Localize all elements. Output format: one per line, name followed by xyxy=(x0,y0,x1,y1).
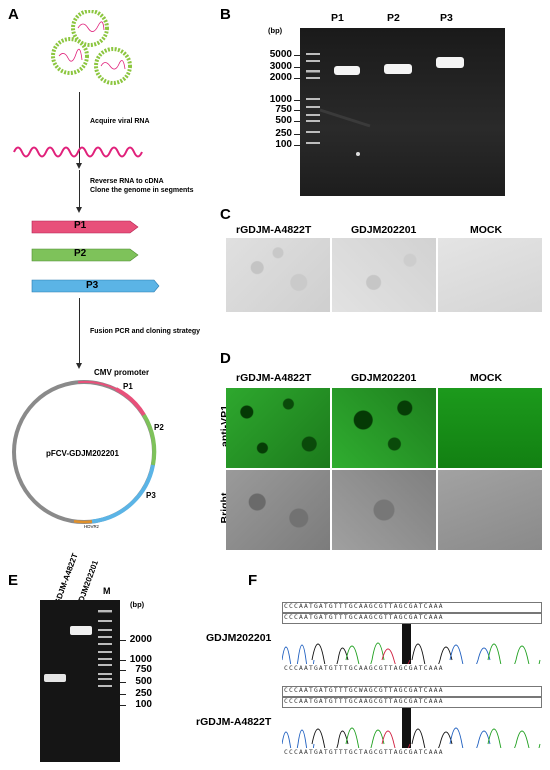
micrograph-d-vp1-rgdjm xyxy=(226,388,330,468)
gel-e-ladder-100: 100 xyxy=(135,699,152,710)
gel-b-ladder-250: 250 xyxy=(275,128,292,139)
sample-rgdjm-label: rGDJM-A4822T xyxy=(196,716,272,728)
panel-f-letter: F xyxy=(248,572,258,589)
gel-b-ladder-750: 750 xyxy=(275,104,292,115)
gel-b-lane-p2: P2 xyxy=(387,12,400,24)
segment-p2-label: P2 xyxy=(74,248,87,259)
micrograph-c-rgdjm xyxy=(226,238,330,312)
seq-2-top: CCCAATGATGTTTGCWAGCGTTAGCGATCAAA xyxy=(284,687,444,694)
arrow-2 xyxy=(75,170,83,213)
plasmid-p3-label: P3 xyxy=(146,491,156,500)
panel-d-col-3: MOCK xyxy=(470,372,503,384)
chromatogram-2 xyxy=(282,708,541,748)
gel-b-ladder-100: 100 xyxy=(275,139,292,150)
gel-e-lane-m: M xyxy=(103,586,111,596)
panel-c-letter: C xyxy=(220,206,231,223)
gel-e-ladder-250: 250 xyxy=(135,688,152,699)
micrograph-d-vp1-mock xyxy=(438,388,542,468)
seq-1-bottom: CCCAATGATGTTTGCAAGCGTTAGCGATCAAA xyxy=(284,665,444,672)
panel-d-col-2: GDJM202201 xyxy=(351,372,417,384)
gel-e-ladder-750: 750 xyxy=(135,664,152,675)
gel-b-ladder-1000: 1000 xyxy=(269,94,292,105)
seq-1-top: CCCAATGATGTTTGCAAGCGTTAGCGATCAAA xyxy=(284,603,444,610)
gel-e-image xyxy=(40,600,120,762)
step-fusion-label: Fusion PCR and cloning strategy xyxy=(90,328,201,335)
gel-b-ladder-2000: 2000 xyxy=(269,72,292,83)
panel-c-col-3: MOCK xyxy=(470,224,503,236)
gel-b-lane-p1: P1 xyxy=(331,12,344,24)
panel-a-letter: A xyxy=(8,6,19,23)
plasmid-hdvrz-label: HDVRz xyxy=(84,524,100,529)
gel-b-unit: (bp) xyxy=(268,26,283,35)
gel-b-ladder-3000: 3000 xyxy=(269,61,292,72)
gel-e-ladder-2000: 2000 xyxy=(129,634,152,645)
micrograph-c-gdjm xyxy=(332,238,436,312)
arrow-1 xyxy=(75,92,83,169)
micrograph-d-bright-gdjm xyxy=(332,470,436,550)
viral-rna-icon xyxy=(13,146,143,158)
cmv-promoter-label: CMV promoter xyxy=(94,368,150,377)
step-reverse-label-1: Reverse RNA to cDNA xyxy=(90,178,164,185)
micrograph-d-vp1-gdjm xyxy=(332,388,436,468)
chromatogram-1 xyxy=(282,624,541,664)
sample-gdjm202201-label: GDJM202201 xyxy=(206,632,272,644)
gel-b-ladder-5000: 5000 xyxy=(269,49,292,60)
micrograph-d-bright-rgdjm xyxy=(226,470,330,550)
gel-b-image xyxy=(300,28,505,196)
gel-e-unit: (bp) xyxy=(130,600,145,609)
panel-d-letter: D xyxy=(220,350,231,367)
plasmid-p1-label: P1 xyxy=(123,382,133,391)
panel-b-letter: B xyxy=(220,6,231,23)
seq-2-bottom: CCCAATGATGTTTGCTAGCGTTAGCGATCAAA xyxy=(284,749,444,756)
gel-e-ladder-1000: 1000 xyxy=(129,654,152,665)
panel-c-col-1: rGDJM-A4822T xyxy=(236,224,312,236)
step-acquire-label: Acquire viral RNA xyxy=(90,118,150,125)
segment-p3-label: P3 xyxy=(86,280,99,291)
gel-b-lane-p3: P3 xyxy=(440,12,453,24)
micrograph-d-bright-mock xyxy=(438,470,542,550)
gel-b-ladder-500: 500 xyxy=(275,115,292,126)
panel-e-letter: E xyxy=(8,572,19,589)
plasmid-map xyxy=(12,380,157,524)
plasmid-p2-label: P2 xyxy=(154,423,164,432)
genome-segments xyxy=(31,220,160,293)
seq-2-mid: CCCAATGATGTTTGCAAGCGTTAGCGATCAAA xyxy=(284,698,444,705)
panel-d-col-1: rGDJM-A4822T xyxy=(236,372,312,384)
step-reverse-label-2: Clone the genome in segments xyxy=(90,187,194,194)
arrow-3 xyxy=(75,298,83,369)
segment-p1-label: P1 xyxy=(74,220,87,231)
seq-1-mid: CCCAATGATGTTTGCAAGCGTTAGCGATCAAA xyxy=(284,614,444,621)
gel-e-ladder-500: 500 xyxy=(135,676,152,687)
virus-particles-icon xyxy=(51,10,132,85)
panel-c-col-2: GDJM202201 xyxy=(351,224,417,236)
micrograph-c-mock xyxy=(438,238,542,312)
plasmid-name-label: pFCV-GDJM202201 xyxy=(46,449,119,458)
